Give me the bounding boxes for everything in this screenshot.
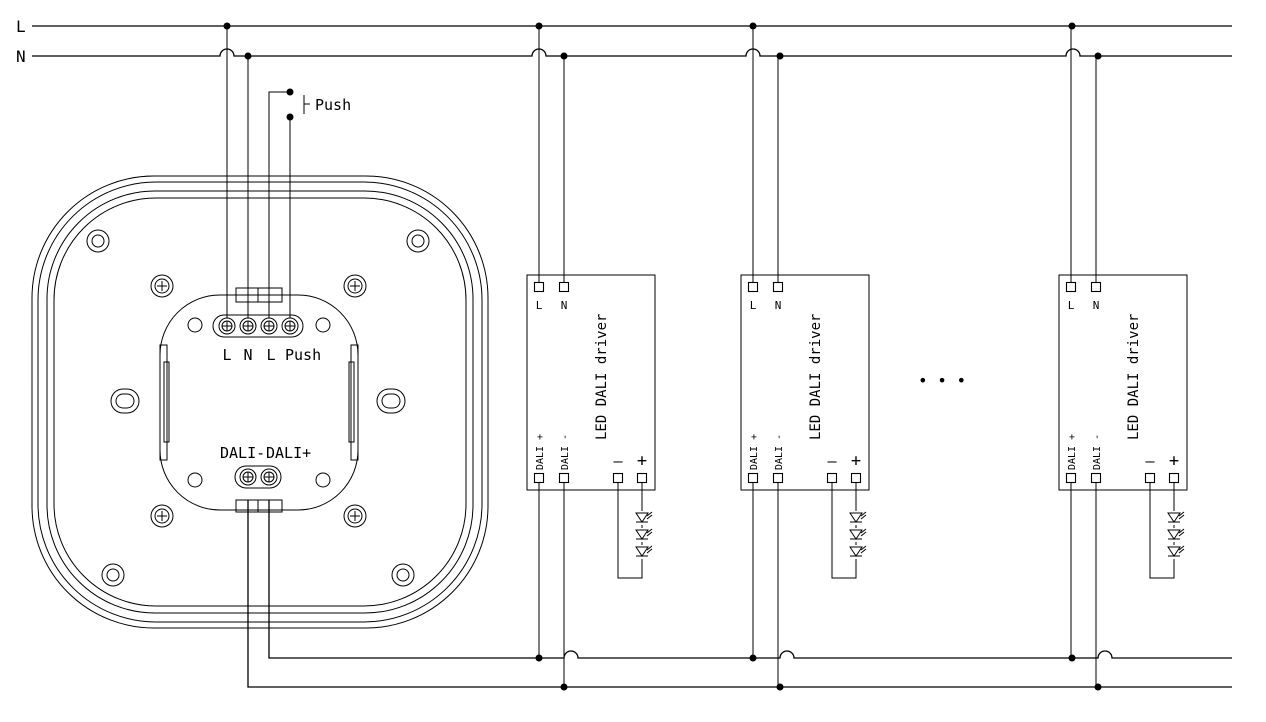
terminal-label-l2: L bbox=[266, 346, 275, 364]
led-icon bbox=[848, 528, 867, 542]
mount-hole-icon bbox=[391, 563, 415, 587]
led-icon bbox=[1166, 511, 1185, 525]
led-icon bbox=[634, 545, 653, 559]
driver-out-minus-label: – bbox=[613, 452, 623, 470]
dali-bus bbox=[247, 500, 1232, 691]
terminal-icon bbox=[1065, 281, 1077, 293]
more-drivers-ellipsis: • • • bbox=[918, 371, 966, 390]
terminal-screw-icon bbox=[239, 317, 257, 335]
terminal-screw-icon bbox=[260, 468, 278, 486]
terminal-icon bbox=[747, 472, 759, 484]
driver-n-label: N bbox=[561, 299, 568, 312]
mount-hole-icon bbox=[101, 563, 125, 587]
led-icon bbox=[1166, 528, 1185, 542]
terminal-icon bbox=[612, 472, 624, 484]
terminal-label-n: N bbox=[243, 346, 252, 364]
led-icon bbox=[634, 511, 653, 525]
driver-dali-minus-label: DALI - bbox=[560, 434, 571, 470]
slot-icon bbox=[376, 388, 406, 414]
terminal-screw-icon bbox=[281, 317, 299, 335]
terminal-icon bbox=[826, 472, 838, 484]
terminal-icon bbox=[1168, 472, 1180, 484]
led-icon bbox=[1166, 545, 1185, 559]
terminal-screw-icon bbox=[218, 317, 236, 335]
driver-title: LED DALI driver bbox=[1126, 314, 1142, 440]
driver-n-label: N bbox=[775, 299, 782, 312]
screw-icon bbox=[150, 274, 174, 298]
mount-hole-icon bbox=[86, 229, 110, 253]
controller-unit: L N L Push DALI- DALI+ bbox=[31, 26, 489, 629]
screw-icon bbox=[150, 504, 174, 528]
terminal-icon bbox=[1144, 472, 1156, 484]
terminal-icon bbox=[533, 472, 545, 484]
terminal-screw-icon bbox=[239, 468, 257, 486]
terminal-icon bbox=[1065, 472, 1077, 484]
mains-bus: L N bbox=[16, 17, 1232, 66]
terminal-icon bbox=[772, 472, 784, 484]
led-icon bbox=[634, 528, 653, 542]
driver-out-minus-label: – bbox=[827, 452, 837, 470]
driver-l-label: L bbox=[536, 299, 543, 312]
mount-hole-icon bbox=[406, 229, 430, 253]
terminal-icon bbox=[772, 281, 784, 293]
driver-out-minus-label: – bbox=[1145, 452, 1155, 470]
driver-out-plus-label: + bbox=[637, 451, 647, 471]
driver-l-label: L bbox=[750, 299, 757, 312]
terminal-icon bbox=[558, 472, 570, 484]
terminal-icon bbox=[1090, 472, 1102, 484]
driver-out-plus-label: + bbox=[851, 451, 861, 471]
bus-n-label: N bbox=[16, 47, 26, 66]
terminal-icon bbox=[533, 281, 545, 293]
terminal-icon bbox=[558, 281, 570, 293]
terminal-icon bbox=[850, 472, 862, 484]
dali-plus-label: DALI+ bbox=[266, 444, 311, 462]
push-button: Push bbox=[268, 88, 351, 318]
driver-title: LED DALI driver bbox=[808, 314, 824, 440]
push-label: Push bbox=[315, 96, 351, 114]
driver-dali-plus-label: DALI + bbox=[535, 434, 546, 470]
screw-icon bbox=[343, 504, 367, 528]
led-icon bbox=[848, 511, 867, 525]
terminal-screw-icon bbox=[260, 317, 278, 335]
driver-title: LED DALI driver bbox=[594, 314, 610, 440]
driver-n-label: N bbox=[1093, 299, 1100, 312]
driver-l-label: L bbox=[1068, 299, 1075, 312]
driver-dali-plus-label: DALI + bbox=[749, 434, 760, 470]
bus-l-label: L bbox=[16, 17, 26, 36]
central-module: L N L Push DALI- DALI+ bbox=[159, 287, 359, 513]
driver-out-plus-label: + bbox=[1169, 451, 1179, 471]
terminal-label-l: L bbox=[222, 346, 231, 364]
terminal-icon bbox=[636, 472, 648, 484]
led-icon bbox=[848, 545, 867, 559]
terminal-icon bbox=[747, 281, 759, 293]
driver-dali-plus-label: DALI + bbox=[1067, 434, 1078, 470]
dali-minus-label: DALI- bbox=[220, 444, 265, 462]
screw-icon bbox=[343, 274, 367, 298]
slot-icon bbox=[110, 388, 140, 414]
terminal-icon bbox=[1090, 281, 1102, 293]
terminal-label-push: Push bbox=[285, 346, 321, 364]
driver-dali-minus-label: DALI - bbox=[774, 434, 785, 470]
driver-dali-minus-label: DALI - bbox=[1092, 434, 1103, 470]
